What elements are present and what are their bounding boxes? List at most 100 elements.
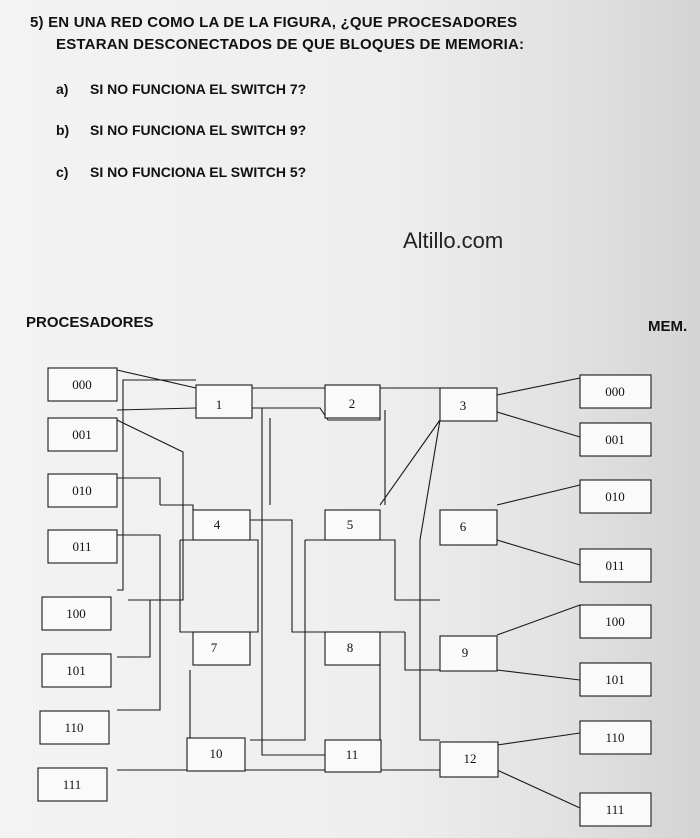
switch-box [324, 384, 381, 419]
switch-box [439, 741, 499, 778]
memory-labels: 000 001 010 011 100 101 110 111 [605, 384, 625, 817]
item-label: c) [56, 164, 69, 180]
processor-box [47, 473, 118, 508]
wire [496, 732, 581, 746]
switch-label: 1 [216, 397, 223, 412]
wire [496, 769, 581, 809]
switch-label: 12 [464, 751, 477, 766]
processor-box [37, 767, 108, 802]
processor-label: 110 [64, 720, 83, 735]
switch-label: 7 [211, 640, 218, 655]
question-item-b: b)SI NO FUNCIONA EL SWITCH 9? [56, 122, 306, 138]
switch-label: 10 [210, 746, 223, 761]
memory-box [579, 662, 652, 697]
memory-box [579, 548, 652, 583]
wire [261, 408, 325, 756]
question-title-line2: ESTARAN DESCONECTADOS DE QUE BLOQUES DE … [56, 36, 525, 53]
wire [496, 377, 581, 396]
wire [496, 604, 581, 636]
wire [117, 379, 196, 591]
processor-box [47, 417, 118, 452]
wire [180, 539, 259, 633]
memories [579, 374, 652, 827]
memory-label: 110 [605, 730, 624, 745]
switch-labels: 1 2 3 4 5 6 7 8 9 10 11 12 [210, 396, 477, 766]
processor-labels: 000 001 010 011 100 101 110 111 [63, 377, 92, 792]
item-label: a) [56, 81, 69, 97]
wire [117, 477, 161, 505]
switch-box [192, 509, 251, 541]
processor-label: 010 [72, 483, 92, 498]
processor-label: 100 [66, 606, 86, 621]
memory-label: 101 [605, 672, 625, 687]
memory-label: MEM. [648, 318, 688, 335]
wire [117, 534, 161, 711]
memory-label: 010 [605, 489, 625, 504]
memory-box [579, 720, 652, 755]
item-text: SI NO FUNCIONA EL SWITCH 5? [90, 164, 307, 180]
processor-box [39, 710, 110, 745]
wire [404, 632, 440, 671]
wire [179, 540, 193, 633]
switch-box [186, 737, 246, 772]
memory-box [579, 604, 652, 639]
wire [496, 539, 581, 566]
switch-box [439, 387, 498, 422]
memory-box [579, 422, 652, 457]
question-item-a: a) SI NO FUNCIONA EL SWITCH 7? [56, 81, 306, 97]
switch-box [192, 631, 251, 666]
wire [116, 407, 197, 411]
switch-label: 2 [349, 396, 356, 411]
processor-label: 001 [72, 427, 92, 442]
wire [379, 419, 441, 541]
switch-box [195, 384, 253, 419]
switch-box [439, 509, 498, 546]
memory-label: 001 [605, 432, 625, 447]
processor-label: 111 [63, 777, 82, 792]
memory-box [579, 374, 652, 409]
switch-label: 9 [462, 645, 469, 660]
switch-label: 3 [460, 398, 467, 413]
switch-box [324, 631, 381, 666]
wire [496, 411, 581, 438]
item-text: SI NO FUNCIONA EL SWITCH 7? [90, 81, 307, 97]
switches [186, 384, 499, 778]
wire [496, 669, 581, 681]
processor-box [47, 367, 118, 402]
switch-label: 5 [347, 517, 354, 532]
wire [250, 519, 325, 633]
processor-box [41, 596, 112, 631]
memory-label: 000 [605, 384, 625, 399]
processor-label: 011 [72, 539, 91, 554]
memory-box [579, 479, 652, 514]
wire [419, 540, 440, 741]
question-title-line1: 5) EN UNA RED COMO LA DE LA FIGURA, ¿QUE… [30, 14, 518, 31]
switch-box [439, 635, 498, 672]
processor-box [47, 529, 118, 564]
switch-label: 4 [214, 517, 221, 532]
processors [37, 367, 118, 802]
wire [117, 600, 151, 658]
wire [116, 369, 197, 389]
switch-label: 11 [346, 747, 359, 762]
switch-box [324, 509, 381, 541]
wire [496, 484, 581, 506]
processor-label: 000 [72, 377, 92, 392]
wire [250, 540, 306, 741]
processors-label: PROCESADORES [26, 314, 154, 331]
memory-box [579, 792, 652, 827]
processor-label: 101 [66, 663, 86, 678]
memory-label: 100 [605, 614, 625, 629]
switch-label: 6 [460, 519, 467, 534]
switch-box [324, 739, 382, 773]
watermark: Altillo.com [403, 228, 504, 253]
wire [160, 504, 194, 510]
question-item-c: c) SI NO FUNCIONA EL SWITCH 5? [56, 164, 306, 180]
wire [116, 419, 184, 601]
memory-label: 011 [605, 558, 624, 573]
processor-box [41, 653, 112, 688]
switch-label: 8 [347, 640, 354, 655]
memory-label: 111 [606, 802, 625, 817]
item-text: SI NO FUNCIONA EL SWITCH 9? [90, 122, 307, 138]
